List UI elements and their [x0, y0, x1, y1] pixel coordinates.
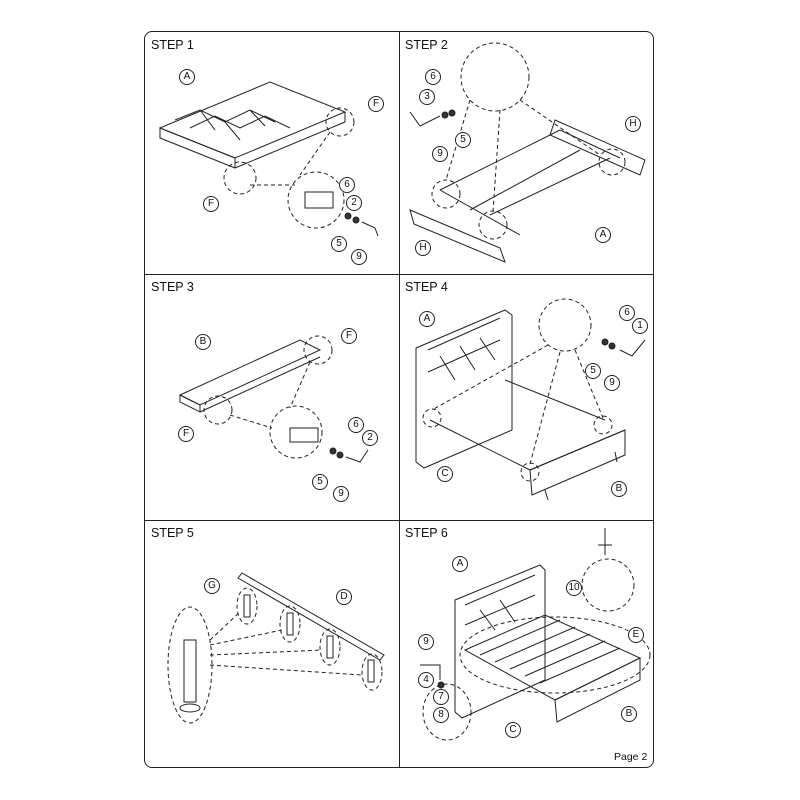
row-divider [144, 274, 654, 275]
part-label: 5 [455, 132, 471, 148]
part-label: 3 [419, 89, 435, 105]
step4-bed-drawing [415, 298, 646, 501]
part-label: A [179, 69, 195, 85]
part-label: 4 [418, 672, 434, 688]
part-label: 9 [351, 249, 367, 265]
part-label: B [611, 481, 627, 497]
step-3-heading: STEP 3 [151, 280, 194, 294]
part-label: H [625, 116, 641, 132]
part-label: 2 [362, 430, 378, 446]
part-label: 7 [433, 689, 449, 705]
part-label: 6 [425, 69, 441, 85]
part-label: 9 [604, 375, 620, 391]
part-label: 5 [312, 474, 328, 490]
part-label: E [628, 627, 644, 643]
step1-headboard-drawing [158, 81, 379, 237]
part-label: G [204, 578, 220, 594]
part-label: A [419, 311, 435, 327]
step3-rail-drawing [178, 335, 369, 463]
step-4-heading: STEP 4 [405, 280, 448, 294]
part-label: A [452, 556, 468, 572]
part-label: B [195, 334, 211, 350]
step-5-heading: STEP 5 [151, 526, 194, 540]
part-label: C [505, 722, 521, 738]
part-label: 6 [619, 305, 635, 321]
part-label: 5 [585, 363, 601, 379]
part-label: 10 [566, 580, 582, 596]
part-label: 9 [418, 634, 434, 650]
part-label: 6 [339, 177, 355, 193]
step2-frame-drawing [409, 42, 646, 263]
part-label: F [368, 96, 384, 112]
part-label: 9 [333, 486, 349, 502]
part-label: 5 [331, 236, 347, 252]
part-label: F [203, 196, 219, 212]
row-divider [144, 520, 654, 521]
step-1-heading: STEP 1 [151, 38, 194, 52]
part-label: A [595, 227, 611, 243]
part-label: 8 [433, 707, 449, 723]
part-label: 2 [346, 195, 362, 211]
part-label: 6 [348, 417, 364, 433]
part-label: F [341, 328, 357, 344]
column-divider [399, 31, 400, 768]
page-number: Page 2 [614, 751, 648, 763]
part-label: 9 [432, 146, 448, 162]
step6-bed-drawing [420, 528, 651, 741]
part-label: D [336, 589, 352, 605]
part-label: F [178, 426, 194, 442]
part-label: 1 [632, 318, 648, 334]
part-label: H [415, 240, 431, 256]
part-label: C [437, 466, 453, 482]
part-label: B [621, 706, 637, 722]
step-6-heading: STEP 6 [405, 526, 448, 540]
step5-rail-drawing [167, 572, 385, 724]
step-2-heading: STEP 2 [405, 38, 448, 52]
